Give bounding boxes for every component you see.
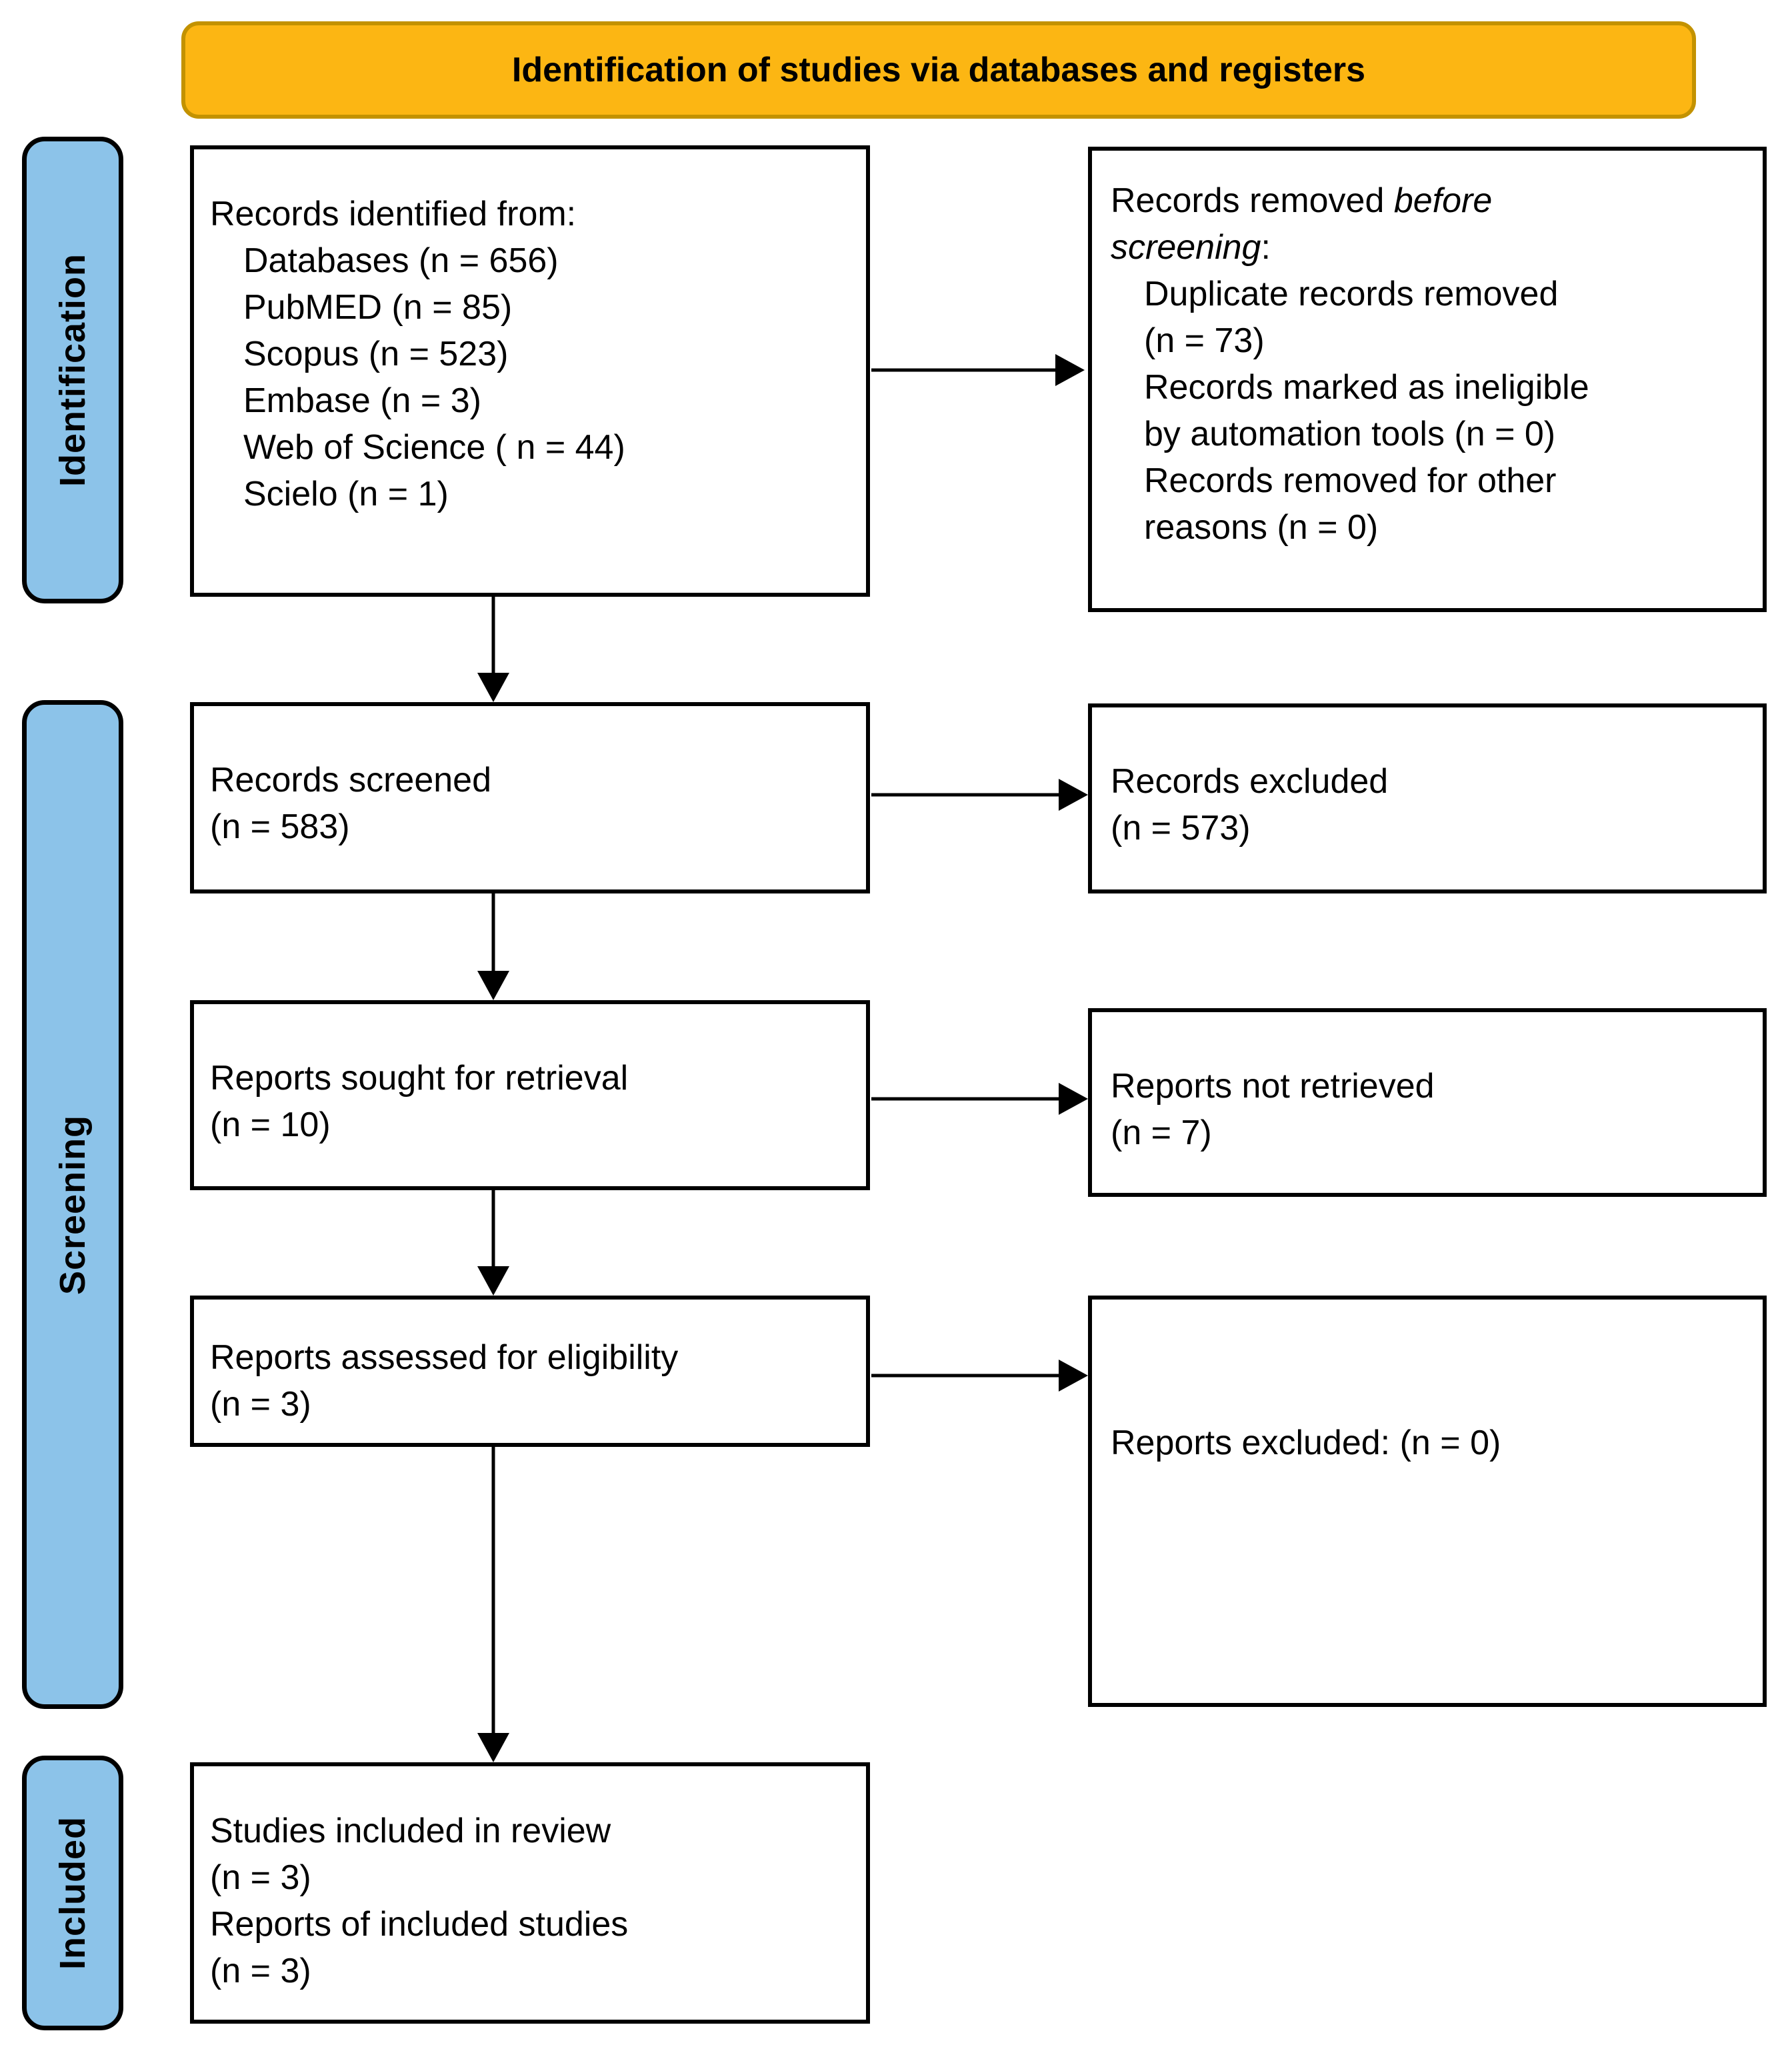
text-line: Records removed for other xyxy=(1144,461,1557,500)
text-line: Records identified from: xyxy=(210,195,577,233)
text-line: reasons (n = 0) xyxy=(1144,508,1379,547)
text-line: Reports sought for retrieval xyxy=(210,1059,629,1098)
stage-label-identification: Identification xyxy=(22,137,123,603)
stage-label-screening: Screening xyxy=(22,700,123,1709)
text-line: (n = 3) xyxy=(210,1385,311,1424)
text-line: (n = 3) xyxy=(210,1952,311,1990)
banner-title: Identification of studies via databases … xyxy=(511,51,1366,89)
arrow-screened-to-sought xyxy=(477,893,509,1000)
box-records-identified: Records identified from: Databases (n = … xyxy=(190,145,870,597)
text-line: Reports of included studies xyxy=(210,1905,629,1944)
text-line: (n = 7) xyxy=(1111,1114,1212,1152)
text-line: Duplicate records removed xyxy=(1144,275,1559,313)
box-studies-included: Studies included in review (n = 3) Repor… xyxy=(190,1762,870,2024)
box-reports-assessed: Reports assessed for eligibility (n = 3) xyxy=(190,1296,870,1447)
arrow-identified-to-removed xyxy=(871,354,1085,386)
text-line: Databases (n = 656) xyxy=(243,241,559,280)
arrow-assessed-to-included xyxy=(477,1447,509,1762)
text-line: Records marked as ineligible xyxy=(1144,368,1589,407)
italic-text: before xyxy=(1393,181,1493,220)
box-reports-not-retrieved: Reports not retrieved (n = 7) xyxy=(1088,1008,1767,1197)
banner: Identification of studies via databases … xyxy=(181,21,1696,119)
arrow-assessed-to-reports-excluded xyxy=(871,1360,1088,1392)
text-line: (n = 583) xyxy=(210,807,350,846)
text-line: screening: xyxy=(1111,228,1271,267)
box-reports-excluded: Reports excluded: (n = 0) xyxy=(1088,1296,1767,1707)
text-line: Records excluded xyxy=(1111,762,1389,801)
text-line: by automation tools (n = 0) xyxy=(1144,415,1556,453)
text-line: Scielo (n = 1) xyxy=(243,475,449,513)
italic-text: screening xyxy=(1111,228,1261,267)
text-line: (n = 10) xyxy=(210,1106,331,1144)
text-line: Reports excluded: (n = 0) xyxy=(1111,1424,1501,1462)
text-line: Web of Science ( n = 44) xyxy=(243,428,625,467)
text-line: PubMED (n = 85) xyxy=(243,288,513,327)
box-records-excluded: Records excluded (n = 573) xyxy=(1088,703,1767,893)
stage-label-included: Included xyxy=(22,1756,123,2030)
text-line: Reports not retrieved xyxy=(1111,1067,1435,1106)
box-reports-sought: Reports sought for retrieval (n = 10) xyxy=(190,1000,870,1190)
text-line: Records removed before xyxy=(1111,181,1493,220)
text-line: (n = 73) xyxy=(1144,321,1265,360)
text-line: Scopus (n = 523) xyxy=(243,335,509,373)
arrow-screened-to-excluded xyxy=(871,779,1088,811)
arrow-identified-to-screened xyxy=(477,597,509,702)
box-records-removed-before-screening: Records removed before screening: Duplic… xyxy=(1088,147,1767,612)
text-line: (n = 573) xyxy=(1111,809,1251,847)
text-line: (n = 3) xyxy=(210,1858,311,1897)
arrow-sought-to-not-retrieved xyxy=(871,1083,1088,1115)
text-line: Embase (n = 3) xyxy=(243,381,481,420)
box-records-screened: Records screened (n = 583) xyxy=(190,702,870,893)
arrow-sought-to-assessed xyxy=(477,1190,509,1296)
text-line: Reports assessed for eligibility xyxy=(210,1338,679,1377)
text-line: Studies included in review xyxy=(210,1812,611,1850)
text-line: Records screened xyxy=(210,761,491,799)
